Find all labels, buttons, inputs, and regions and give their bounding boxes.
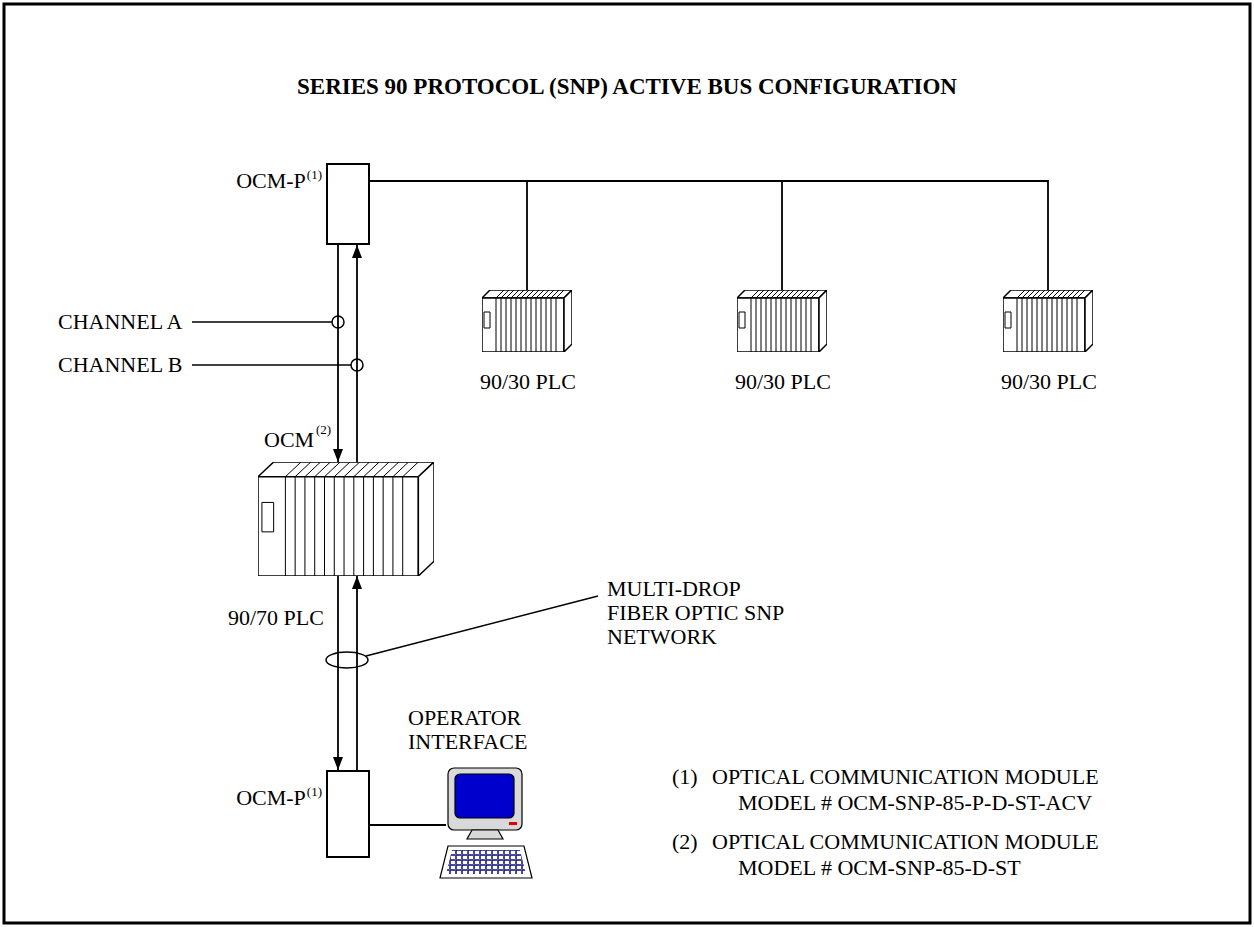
leader-line xyxy=(192,364,351,366)
frame xyxy=(4,4,1250,923)
leader-line xyxy=(366,596,598,656)
node-text: 90/30 PLC xyxy=(480,369,576,394)
connector-line xyxy=(337,245,339,462)
node-label: 90/30 PLC xyxy=(1001,370,1097,394)
fiber-link xyxy=(370,181,1048,290)
node-label: OCM-P(1) xyxy=(236,169,322,196)
module-label: OCM xyxy=(264,428,314,452)
plc-90-30: 90/30 PLC xyxy=(1003,290,1093,352)
plc-rack xyxy=(258,462,434,576)
plc-90-70: 90/70 PLC xyxy=(258,462,434,576)
plc-90-30: 90/30 PLC xyxy=(737,290,827,352)
plc-rack xyxy=(1003,290,1093,352)
connector-line xyxy=(370,181,1048,290)
node-text: OCM-P xyxy=(236,785,306,810)
arrowhead xyxy=(333,449,343,462)
arrowhead xyxy=(352,576,362,589)
arrowhead xyxy=(333,757,343,770)
node-label: OCM-P(1) xyxy=(236,786,322,813)
footnote-mark: (2) xyxy=(316,422,331,437)
footnote-text: OPTICAL COMMUNICATION MODULE xyxy=(712,830,1099,854)
channel-label: CHANNEL A xyxy=(58,310,182,334)
ocm-p-module: OCM-P(1) xyxy=(326,163,370,245)
connector-line xyxy=(370,181,527,290)
operator-interface: OPERATOR INTERFACE xyxy=(446,768,532,878)
diagram-title: SERIES 90 PROTOCOL (SNP) ACTIVE BUS CONF… xyxy=(0,74,1254,100)
node-text: 90/30 PLC xyxy=(735,369,831,394)
network-label: MULTI-DROP FIBER OPTIC SNP NETWORK xyxy=(607,577,789,649)
connector-line xyxy=(370,181,782,290)
node-text: OPERATOR INTERFACE xyxy=(408,705,527,754)
ocm-p-module: OCM-P(1) xyxy=(326,770,370,858)
bundle-ring xyxy=(326,652,368,668)
node-label: OPERATOR INTERFACE xyxy=(408,706,538,754)
fiber-link xyxy=(370,181,527,290)
plc-rack xyxy=(737,290,827,352)
node-label: 90/70 PLC xyxy=(228,606,324,630)
fiber-link xyxy=(352,576,362,770)
plc-rack xyxy=(482,290,572,352)
fiber-link xyxy=(333,245,343,462)
arrowhead xyxy=(352,245,362,258)
channel-label: CHANNEL B xyxy=(58,353,182,377)
footnote-mark: (1) xyxy=(307,784,322,799)
fiber-link xyxy=(333,576,343,770)
connector-line xyxy=(370,824,446,826)
computer-icon xyxy=(440,768,532,878)
plc-90-30: 90/30 PLC xyxy=(482,290,572,352)
footnote-text: MODEL # OCM-SNP-85-D-ST xyxy=(738,856,1021,880)
footnote-mark: (1) xyxy=(307,167,322,182)
node-text: 90/70 PLC xyxy=(228,605,324,630)
footnote-number: (1) xyxy=(672,765,698,789)
connector-line xyxy=(356,245,358,462)
node-text: 90/30 PLC xyxy=(1001,369,1097,394)
node-text: OCM-P xyxy=(236,168,306,193)
footnote-text: OPTICAL COMMUNICATION MODULE xyxy=(712,765,1099,789)
fiber-link xyxy=(352,245,362,462)
fiber-link xyxy=(370,825,446,826)
connector-line xyxy=(337,576,339,770)
footnote-number: (2) xyxy=(672,830,698,854)
node-label: 90/30 PLC xyxy=(480,370,576,394)
connector-line xyxy=(356,576,358,770)
node-label: 90/30 PLC xyxy=(735,370,831,394)
leader-line xyxy=(192,321,332,323)
fiber-link xyxy=(370,181,782,290)
footnote-text: MODEL # OCM-SNP-85-P-D-ST-ACV xyxy=(738,791,1092,815)
